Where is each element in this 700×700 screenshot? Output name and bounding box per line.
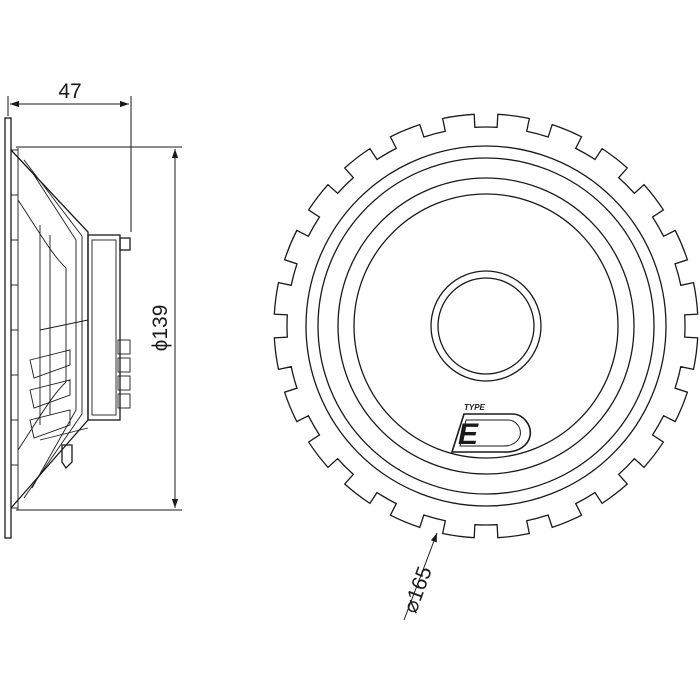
depth-label: 47 xyxy=(58,80,81,103)
surround-inner xyxy=(337,177,635,475)
outer-diameter-label: ⌀165 xyxy=(399,563,437,616)
side-view: 47 ϕ139 xyxy=(4,80,182,539)
dust-cap-inner xyxy=(437,277,535,375)
inner-rim-ring xyxy=(305,145,667,507)
frame-diameter-dimension: ϕ139 xyxy=(16,146,182,511)
front-view: TYPE E ⌀165 xyxy=(273,113,699,621)
type-e-logo: TYPE E xyxy=(450,403,532,453)
outer-diameter-dimension: ⌀165 xyxy=(399,532,438,621)
dust-cap-outer xyxy=(430,270,542,382)
outer-basket-rim xyxy=(273,113,699,539)
basket-legs xyxy=(29,319,89,441)
frame-diameter-label: ϕ139 xyxy=(149,305,172,352)
magnet-assembly xyxy=(87,234,121,421)
logo-letter: E xyxy=(458,418,479,451)
vent-slots xyxy=(117,339,131,409)
logo-small-text: TYPE xyxy=(464,403,486,412)
mounting-flange xyxy=(4,117,12,539)
cone-edge xyxy=(353,193,619,459)
terminal xyxy=(61,444,73,470)
surround-outer xyxy=(317,157,655,495)
flange-ribs xyxy=(11,149,18,509)
magnet-cap xyxy=(119,237,131,251)
depth-dimension: 47 xyxy=(7,80,132,232)
